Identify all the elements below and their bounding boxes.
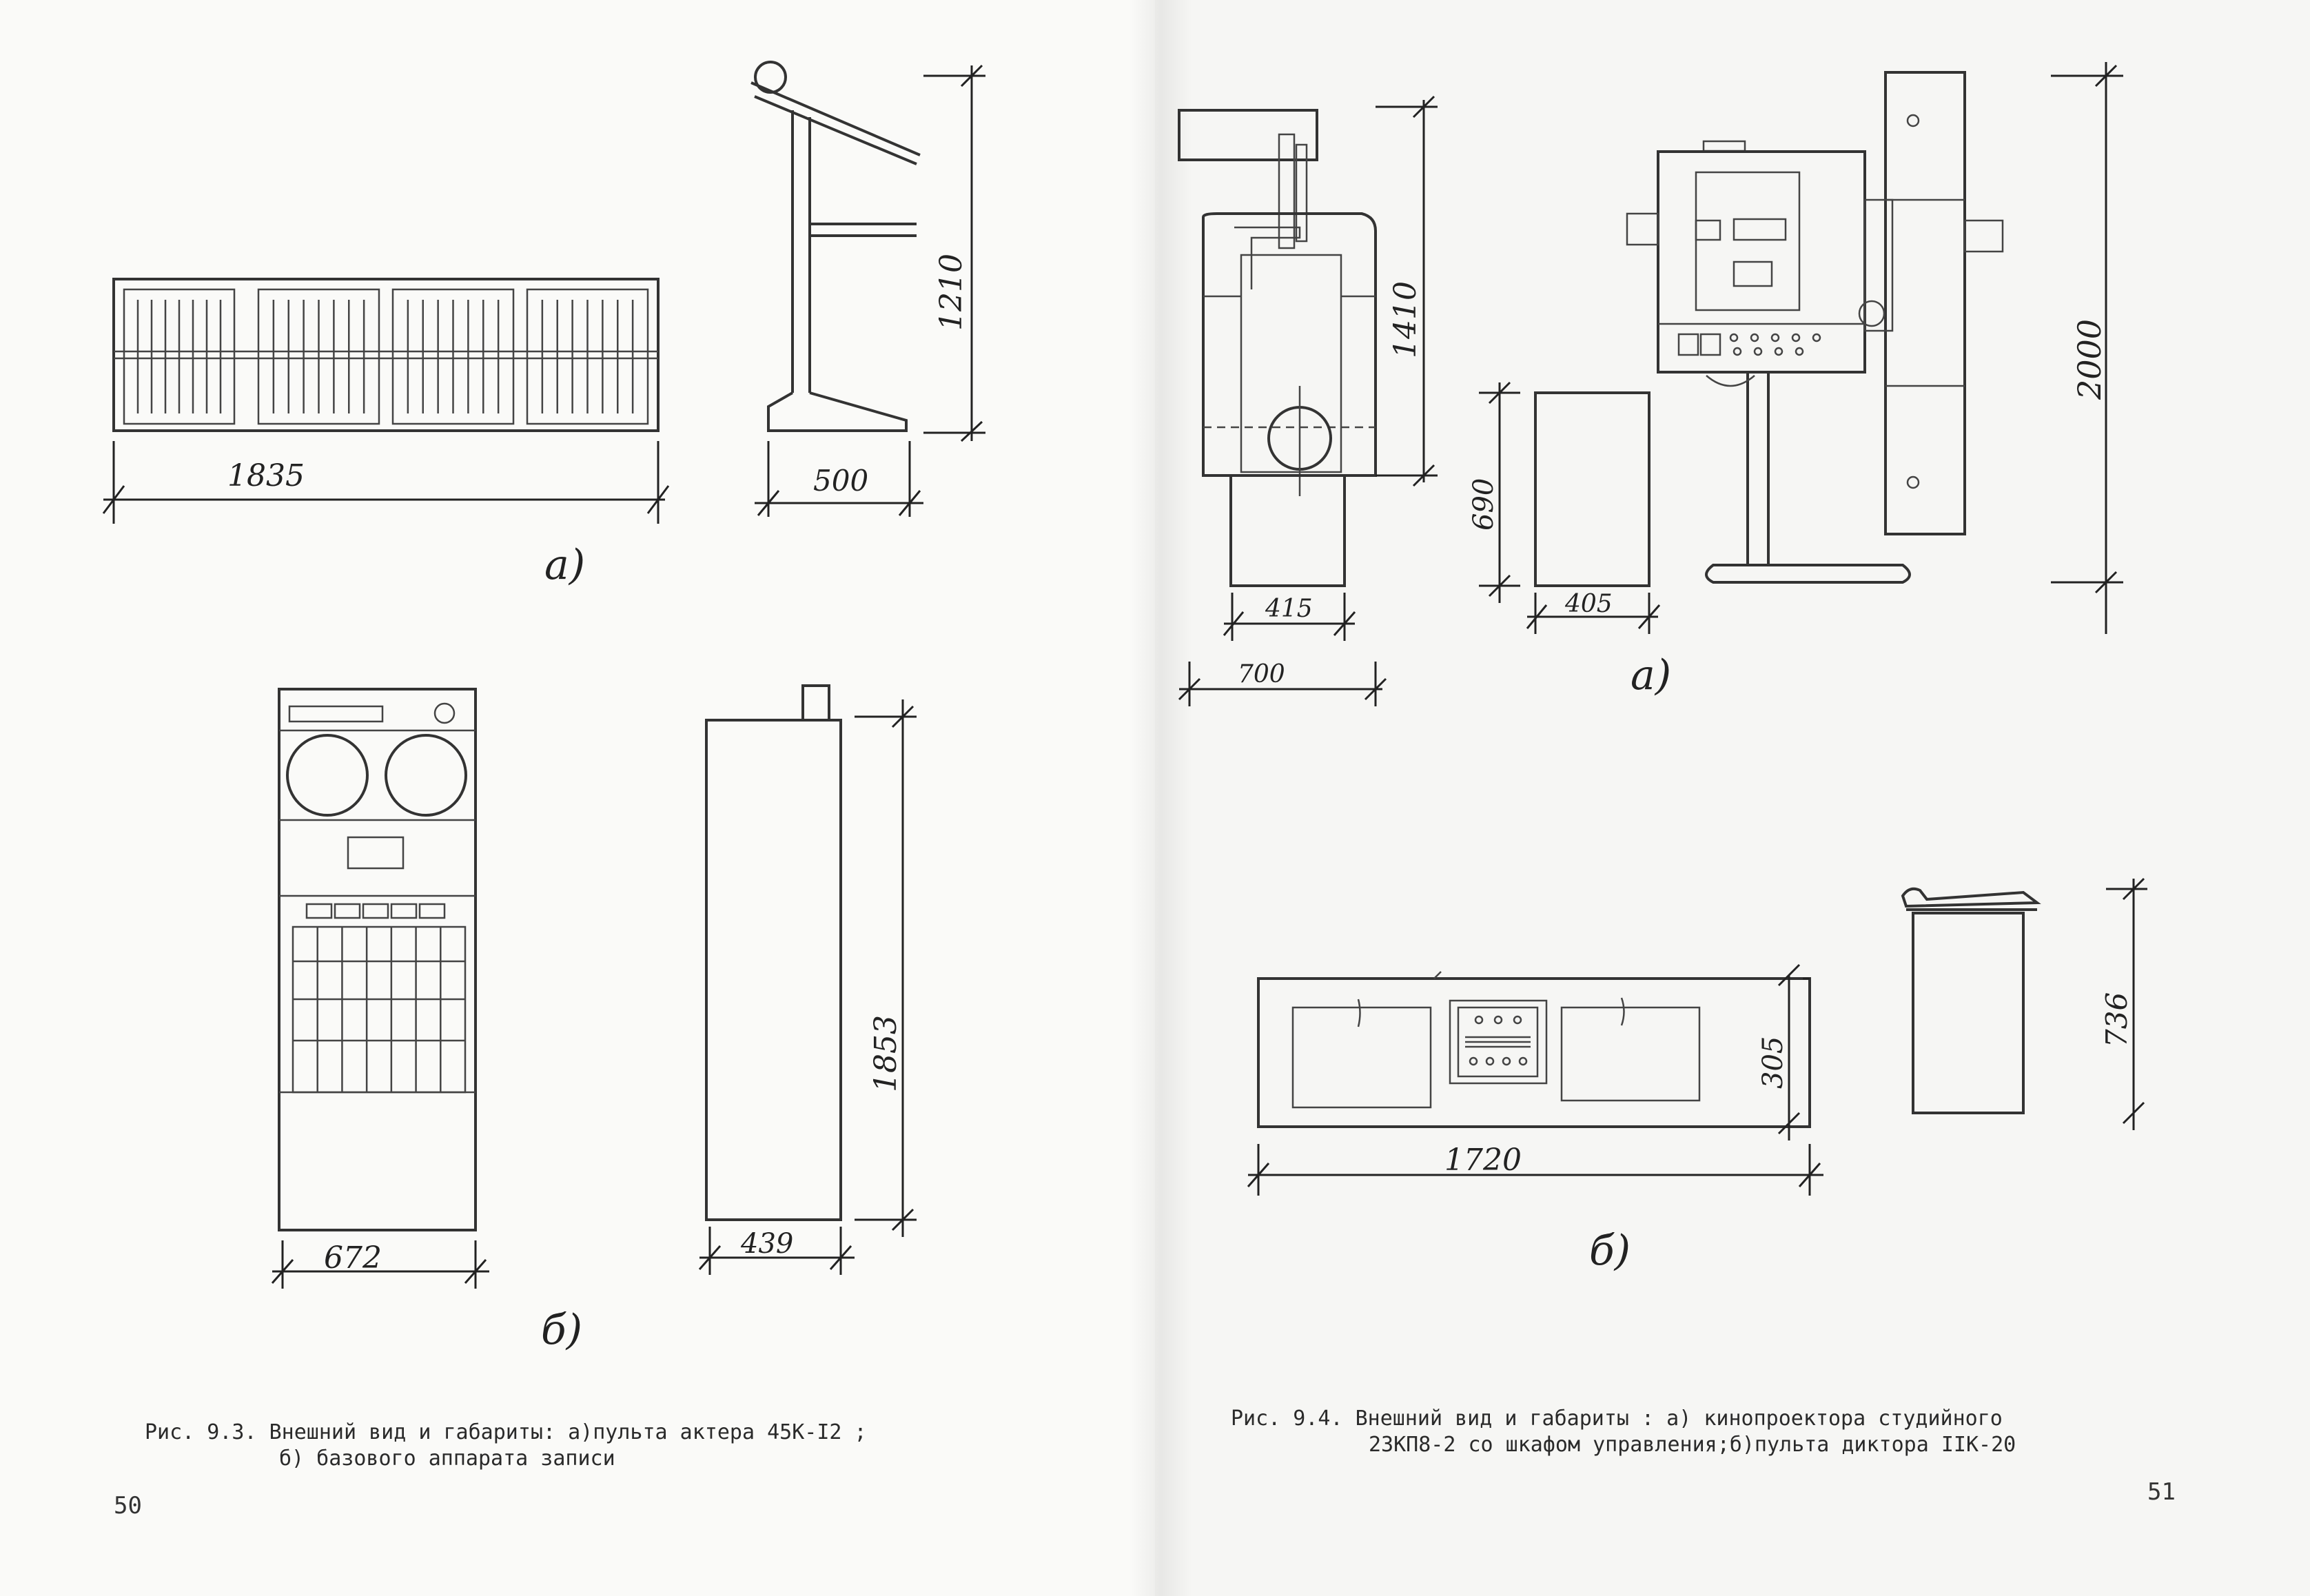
cabinet-width-dimension bbox=[1526, 593, 1661, 634]
dim-415: 415 bbox=[1265, 595, 1313, 623]
dim-1720: 1720 bbox=[1444, 1143, 1522, 1178]
studio-projector-side-view bbox=[1626, 71, 2004, 584]
dim-1835: 1835 bbox=[227, 458, 305, 493]
recording-unit-width-dimension bbox=[271, 1240, 489, 1289]
actor-console-depth-dimension bbox=[755, 441, 923, 517]
dim-1210: 1210 bbox=[934, 254, 969, 331]
announcer-console-front-view bbox=[1257, 971, 1811, 1128]
announcer-side-height-dimension bbox=[2106, 877, 2147, 1130]
projector-knob bbox=[1753, 347, 1763, 356]
dim-736: 736 bbox=[2100, 992, 2134, 1047]
dim-1853: 1853 bbox=[868, 1015, 903, 1092]
dim-439: 439 bbox=[740, 1228, 793, 1260]
figure-a-label-left: а) bbox=[544, 541, 585, 589]
page-number-right: 51 bbox=[2147, 1478, 2176, 1506]
projector-knob bbox=[1732, 347, 1742, 356]
dim-700: 700 bbox=[1238, 660, 1285, 688]
projector-width-dimension bbox=[1178, 662, 1387, 706]
caption-fig-9-3-line1: Рис. 9.3. Внешний вид и габариты: а)пуль… bbox=[145, 1420, 867, 1444]
console-button bbox=[1469, 1056, 1478, 1066]
announcer-console-side-view bbox=[1901, 887, 2041, 1114]
figure-a-label-right: а) bbox=[1631, 651, 1671, 699]
console-button bbox=[1474, 1015, 1484, 1025]
control-cabinet bbox=[1534, 391, 1650, 587]
actor-console-height-dimension bbox=[923, 64, 985, 442]
recording-unit-depth-dimension bbox=[698, 1227, 855, 1275]
actor-console-width-dimension bbox=[102, 441, 670, 524]
caption-fig-9-4-line1: Рис. 9.4. Внешний вид и габариты : а) ки… bbox=[1231, 1406, 2003, 1431]
projector-knob bbox=[1729, 333, 1739, 342]
projector-height-dimension bbox=[2051, 62, 2123, 634]
recording-unit-height-dimension bbox=[855, 699, 917, 1237]
right-page: 1410 415 700 690 bbox=[1155, 0, 2310, 1596]
dim-2000: 2000 bbox=[2071, 319, 2108, 400]
console-button bbox=[1485, 1056, 1495, 1066]
projector-knob bbox=[1770, 333, 1780, 342]
projector-knob bbox=[1795, 347, 1804, 356]
dim-690: 690 bbox=[1468, 478, 1500, 531]
projector-left-height-dimension bbox=[1376, 95, 1438, 487]
left-page: 1835 а) 1210 500 bbox=[102, 61, 985, 1520]
dim-672: 672 bbox=[324, 1240, 382, 1276]
dim-1410: 1410 bbox=[1388, 281, 1423, 358]
announcer-console-height-dimension bbox=[1777, 963, 1810, 1140]
actor-console-front-view bbox=[112, 278, 660, 432]
projector-base-dimension bbox=[1223, 593, 1356, 641]
projector-front-view bbox=[1178, 109, 1377, 587]
right-page-drawings: 1410 415 700 690 bbox=[1178, 62, 2147, 1275]
cabinet-height-dimension bbox=[1479, 381, 1520, 603]
recording-unit-front-view bbox=[278, 688, 477, 1231]
console-button bbox=[1513, 1015, 1522, 1025]
projector-knob bbox=[1791, 333, 1801, 342]
console-button bbox=[1518, 1056, 1528, 1066]
book-gutter bbox=[1130, 0, 1192, 1596]
caption-fig-9-3-line2: б) базового аппарата записи bbox=[279, 1446, 615, 1471]
figure-b-label-left: б) bbox=[541, 1306, 582, 1354]
page-number-left: 50 bbox=[114, 1492, 142, 1520]
dim-500: 500 bbox=[813, 464, 868, 498]
dim-405: 405 bbox=[1564, 590, 1613, 618]
console-button bbox=[1493, 1015, 1503, 1025]
announcer-console-width-dimension bbox=[1247, 1144, 1823, 1196]
actor-console-side-view bbox=[750, 61, 921, 432]
projector-knob bbox=[1774, 347, 1783, 356]
recording-unit-side-view bbox=[705, 684, 842, 1221]
left-page-drawings: 1835 а) 1210 500 bbox=[102, 61, 985, 1354]
caption-fig-9-4-line2: 23КП8-2 со шкафом управления;б)пульта ди… bbox=[1369, 1433, 2016, 1457]
projector-knob bbox=[1750, 333, 1759, 342]
figure-b-label-right: б) bbox=[1589, 1227, 1631, 1275]
console-button bbox=[1502, 1056, 1511, 1066]
projector-knob bbox=[1812, 333, 1821, 342]
dim-305: 305 bbox=[1757, 1036, 1789, 1089]
